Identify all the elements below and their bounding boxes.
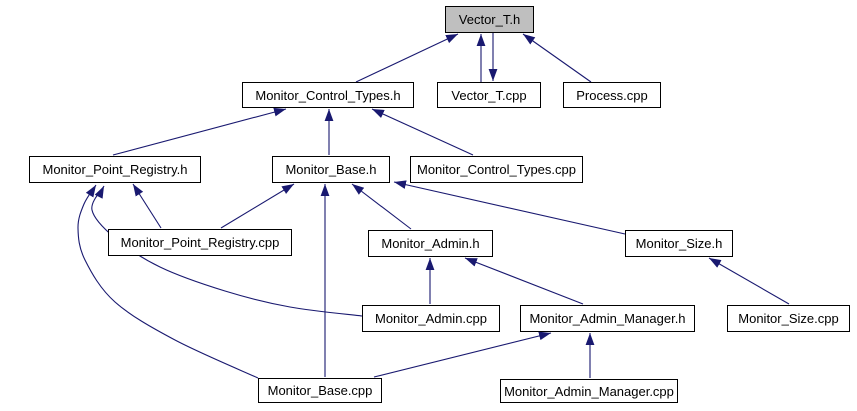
edge-monitor-control-types-h-to-vector-t-h [355, 33, 459, 83]
edge-monitor-point-registry-h-to-monitor-control-types-h [112, 107, 287, 156]
edge-monitor-base-cpp-to-monitor-admin-manager-h [373, 331, 552, 378]
edge-monitor-point-registry-cpp-to-monitor-base-h [220, 183, 295, 229]
node-process-cpp[interactable]: Process.cpp [563, 82, 661, 108]
node-monitor-base-h[interactable]: Monitor_Base.h [272, 156, 390, 183]
edge-monitor-base-cpp-to-monitor-point-registry-h [77, 184, 259, 379]
edge-monitor-size-h-to-monitor-base-h [393, 180, 626, 235]
edges-group [77, 33, 790, 379]
edge-monitor-admin-manager-h-to-monitor-admin-h [464, 257, 584, 305]
node-monitor-base-cpp[interactable]: Monitor_Base.cpp [258, 378, 382, 403]
node-vector-t-h[interactable]: Vector_T.h [445, 6, 534, 33]
node-monitor-admin-h[interactable]: Monitor_Admin.h [368, 230, 493, 257]
node-monitor-control-types-cpp[interactable]: Monitor_Control_Types.cpp [410, 156, 583, 183]
node-monitor-size-h[interactable]: Monitor_Size.h [625, 230, 733, 257]
node-monitor-point-registry-h[interactable]: Monitor_Point_Registry.h [29, 156, 201, 183]
node-monitor-control-types-h[interactable]: Monitor_Control_Types.h [242, 82, 414, 108]
node-monitor-admin-cpp[interactable]: Monitor_Admin.cpp [362, 305, 500, 332]
edge-process-cpp-to-vector-t-h [522, 33, 592, 83]
edge-monitor-size-cpp-to-monitor-size-h [708, 257, 790, 305]
edge-monitor-admin-cpp-to-monitor-point-registry-h [91, 185, 363, 317]
node-monitor-point-registry-cpp[interactable]: Monitor_Point_Registry.cpp [108, 229, 292, 256]
node-monitor-admin-manager-h[interactable]: Monitor_Admin_Manager.h [520, 305, 695, 332]
edge-monitor-control-types-cpp-to-monitor-control-types-h [371, 108, 474, 156]
edge-monitor-point-registry-cpp-to-monitor-point-registry-h [132, 183, 162, 229]
node-monitor-admin-manager-cpp[interactable]: Monitor_Admin_Manager.cpp [500, 379, 678, 403]
node-vector-t-cpp[interactable]: Vector_T.cpp [437, 82, 541, 108]
node-monitor-size-cpp[interactable]: Monitor_Size.cpp [727, 305, 850, 332]
edge-monitor-admin-h-to-monitor-base-h [351, 183, 412, 230]
